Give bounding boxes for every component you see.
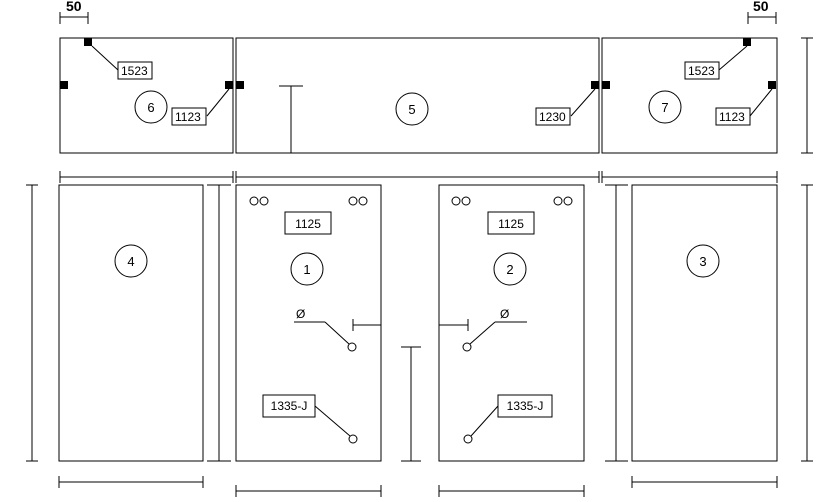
lock-hole bbox=[463, 434, 473, 444]
hinge-marker bbox=[591, 81, 599, 89]
tag-p6-hinge-right-text: 1123 bbox=[175, 110, 201, 124]
panel-3-badge bbox=[686, 244, 720, 278]
tag-p7-hinge-right bbox=[715, 107, 751, 126]
panel-5-badge bbox=[395, 92, 429, 126]
tag-p2-handle-text: 1125 bbox=[498, 217, 524, 231]
panel-2-badge bbox=[493, 252, 527, 286]
hinge-marker bbox=[236, 81, 244, 89]
dimension-bottom bbox=[58, 476, 778, 497]
panel-1-holes bbox=[249, 196, 368, 206]
panel-1-badge bbox=[290, 252, 324, 286]
panel-3 bbox=[631, 184, 778, 462]
diameter-symbol-left: Ø bbox=[296, 307, 305, 321]
tag-p7-hinge-right-text: 1123 bbox=[719, 110, 745, 124]
tag-p2-handle bbox=[487, 211, 535, 235]
dimension-gap-left bbox=[207, 184, 231, 462]
dimension-gap-center bbox=[401, 346, 421, 462]
dimension-label-left: 50 bbox=[66, 0, 82, 14]
tag-p7-hinge-top bbox=[684, 61, 720, 80]
tag-p1-handle bbox=[284, 211, 332, 235]
tag-p5-hinge bbox=[535, 107, 571, 126]
panel-4-number: 4 bbox=[127, 254, 134, 269]
panel-2-holes bbox=[451, 196, 573, 206]
tag-p6-hinge-right bbox=[171, 107, 207, 126]
panel-1-number: 1 bbox=[303, 262, 310, 277]
hinge-marker bbox=[84, 38, 92, 46]
dimension-right-bottom bbox=[801, 184, 813, 462]
hinge-marker bbox=[60, 81, 68, 89]
panel-7-number: 7 bbox=[661, 100, 668, 115]
panel-6-number: 6 bbox=[147, 100, 154, 115]
panel-7 bbox=[601, 37, 778, 154]
tag-p5-hinge-text: 1230 bbox=[539, 110, 566, 124]
panel-5-number: 5 bbox=[408, 102, 415, 117]
tag-p2-lock-text: 1335-J bbox=[507, 399, 544, 413]
dimension-top-left: 50 bbox=[59, 0, 89, 24]
lock-hole bbox=[348, 434, 358, 444]
tag-p1-lock-text: 1335-J bbox=[271, 399, 308, 413]
panel-4-badge bbox=[114, 244, 148, 278]
panel-6 bbox=[59, 37, 234, 154]
dimension-label-right: 50 bbox=[753, 0, 769, 14]
lock-hole bbox=[462, 342, 472, 352]
panel-7-badge bbox=[648, 90, 682, 124]
panel-3-number: 3 bbox=[699, 254, 706, 269]
dimension-top-right: 50 bbox=[747, 0, 777, 24]
tag-p1-handle-text: 1125 bbox=[295, 217, 321, 231]
hinge-marker bbox=[768, 81, 776, 89]
dimension-mid-row bbox=[59, 171, 778, 183]
dimension-gap-right bbox=[605, 184, 628, 462]
tag-p7-hinge-top-text: 1523 bbox=[688, 64, 715, 78]
lock-hole bbox=[347, 342, 357, 352]
dimension-right-top bbox=[801, 37, 813, 154]
dimension-left-bottom bbox=[26, 184, 38, 462]
panel-6-badge bbox=[134, 90, 168, 124]
hinge-marker bbox=[602, 81, 610, 89]
panel-2-number: 2 bbox=[506, 262, 513, 277]
panel-4 bbox=[58, 184, 204, 462]
diameter-symbol-right: Ø bbox=[500, 307, 509, 321]
hinge-marker bbox=[225, 81, 233, 89]
tag-p6-hinge-top bbox=[117, 61, 153, 80]
hinge-marker bbox=[743, 38, 751, 46]
tag-p6-hinge-top-text: 1523 bbox=[121, 64, 148, 78]
